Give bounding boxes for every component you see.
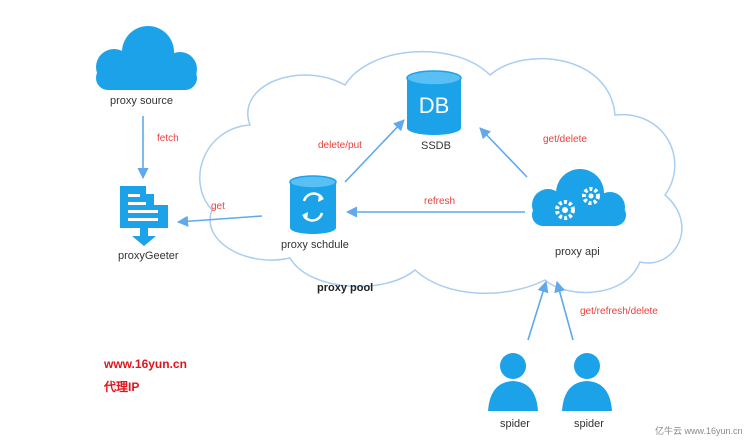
user-icon xyxy=(488,353,538,411)
db-icon-text: DB xyxy=(419,93,450,118)
spider-label-1: spider xyxy=(500,418,530,430)
proxy-getter-label: proxyGeeter xyxy=(118,250,179,262)
refresh-cylinder-icon xyxy=(289,175,337,234)
spider1-api-arrow xyxy=(527,280,549,341)
proxy-schedule-label: proxy schdule xyxy=(281,239,349,251)
get-delete-edge-label: get/delete xyxy=(543,134,587,145)
delete-put-edge-label: delete/put xyxy=(318,140,362,151)
proxy-api-label: proxy api xyxy=(555,246,600,258)
proxy-pool-cloud-outline xyxy=(199,50,683,294)
get-delete-arrow xyxy=(479,127,528,178)
user-icon xyxy=(562,353,612,411)
gears-cloud-icon xyxy=(532,169,626,226)
spider2-api-arrow xyxy=(554,280,574,341)
footer-watermark: 亿牛云 www.16yun.cn xyxy=(655,426,743,436)
cloud-icon xyxy=(96,26,197,90)
spider-label-2: spider xyxy=(574,418,604,430)
proxy-pool-label: proxy pool xyxy=(317,282,374,294)
brand-tagline: 代理IP xyxy=(104,380,140,394)
database-icon: DB xyxy=(406,70,462,135)
fetch-edge-label: fetch xyxy=(157,133,179,144)
get-edge-label: get xyxy=(211,201,225,212)
document-download-icon xyxy=(120,186,168,246)
delete-put-arrow xyxy=(344,119,405,183)
get-arrow xyxy=(176,215,263,227)
ssdb-label: SSDB xyxy=(421,140,451,152)
get-refresh-delete-edge-label: get/refresh/delete xyxy=(580,306,658,317)
brand-site-link[interactable]: www.16yun.cn xyxy=(104,357,187,371)
proxy-source-label: proxy source xyxy=(110,95,173,107)
refresh-edge-label: refresh xyxy=(424,196,456,207)
